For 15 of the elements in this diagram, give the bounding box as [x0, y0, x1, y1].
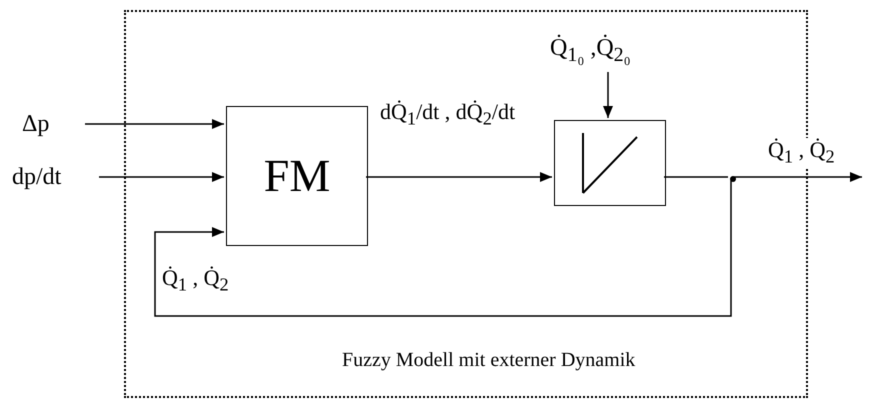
- boundary-label: Fuzzy Modell mit externer Dynamik: [342, 349, 636, 372]
- process-block: [226, 106, 368, 246]
- signal-arrow: [366, 172, 552, 182]
- signal-arrow: [85, 119, 224, 129]
- signal-arrow: [603, 72, 613, 118]
- signal-arrow: [734, 172, 862, 182]
- signal-label: Δp: [22, 110, 50, 138]
- dotted-boundary: [124, 10, 808, 398]
- signal-label: dp/dt: [12, 164, 62, 190]
- signal-label: Q̇$_{1₀}$ ,Q̇$_{2₀}$: [550, 34, 631, 66]
- signal-arrow: [154, 180, 732, 317]
- integrator-block: [554, 120, 666, 206]
- signal-arrow: [99, 172, 224, 182]
- block-label: FM: [264, 150, 330, 202]
- edge-label: Q̇$_{1}$ , Q̇$_{2}$: [768, 138, 835, 167]
